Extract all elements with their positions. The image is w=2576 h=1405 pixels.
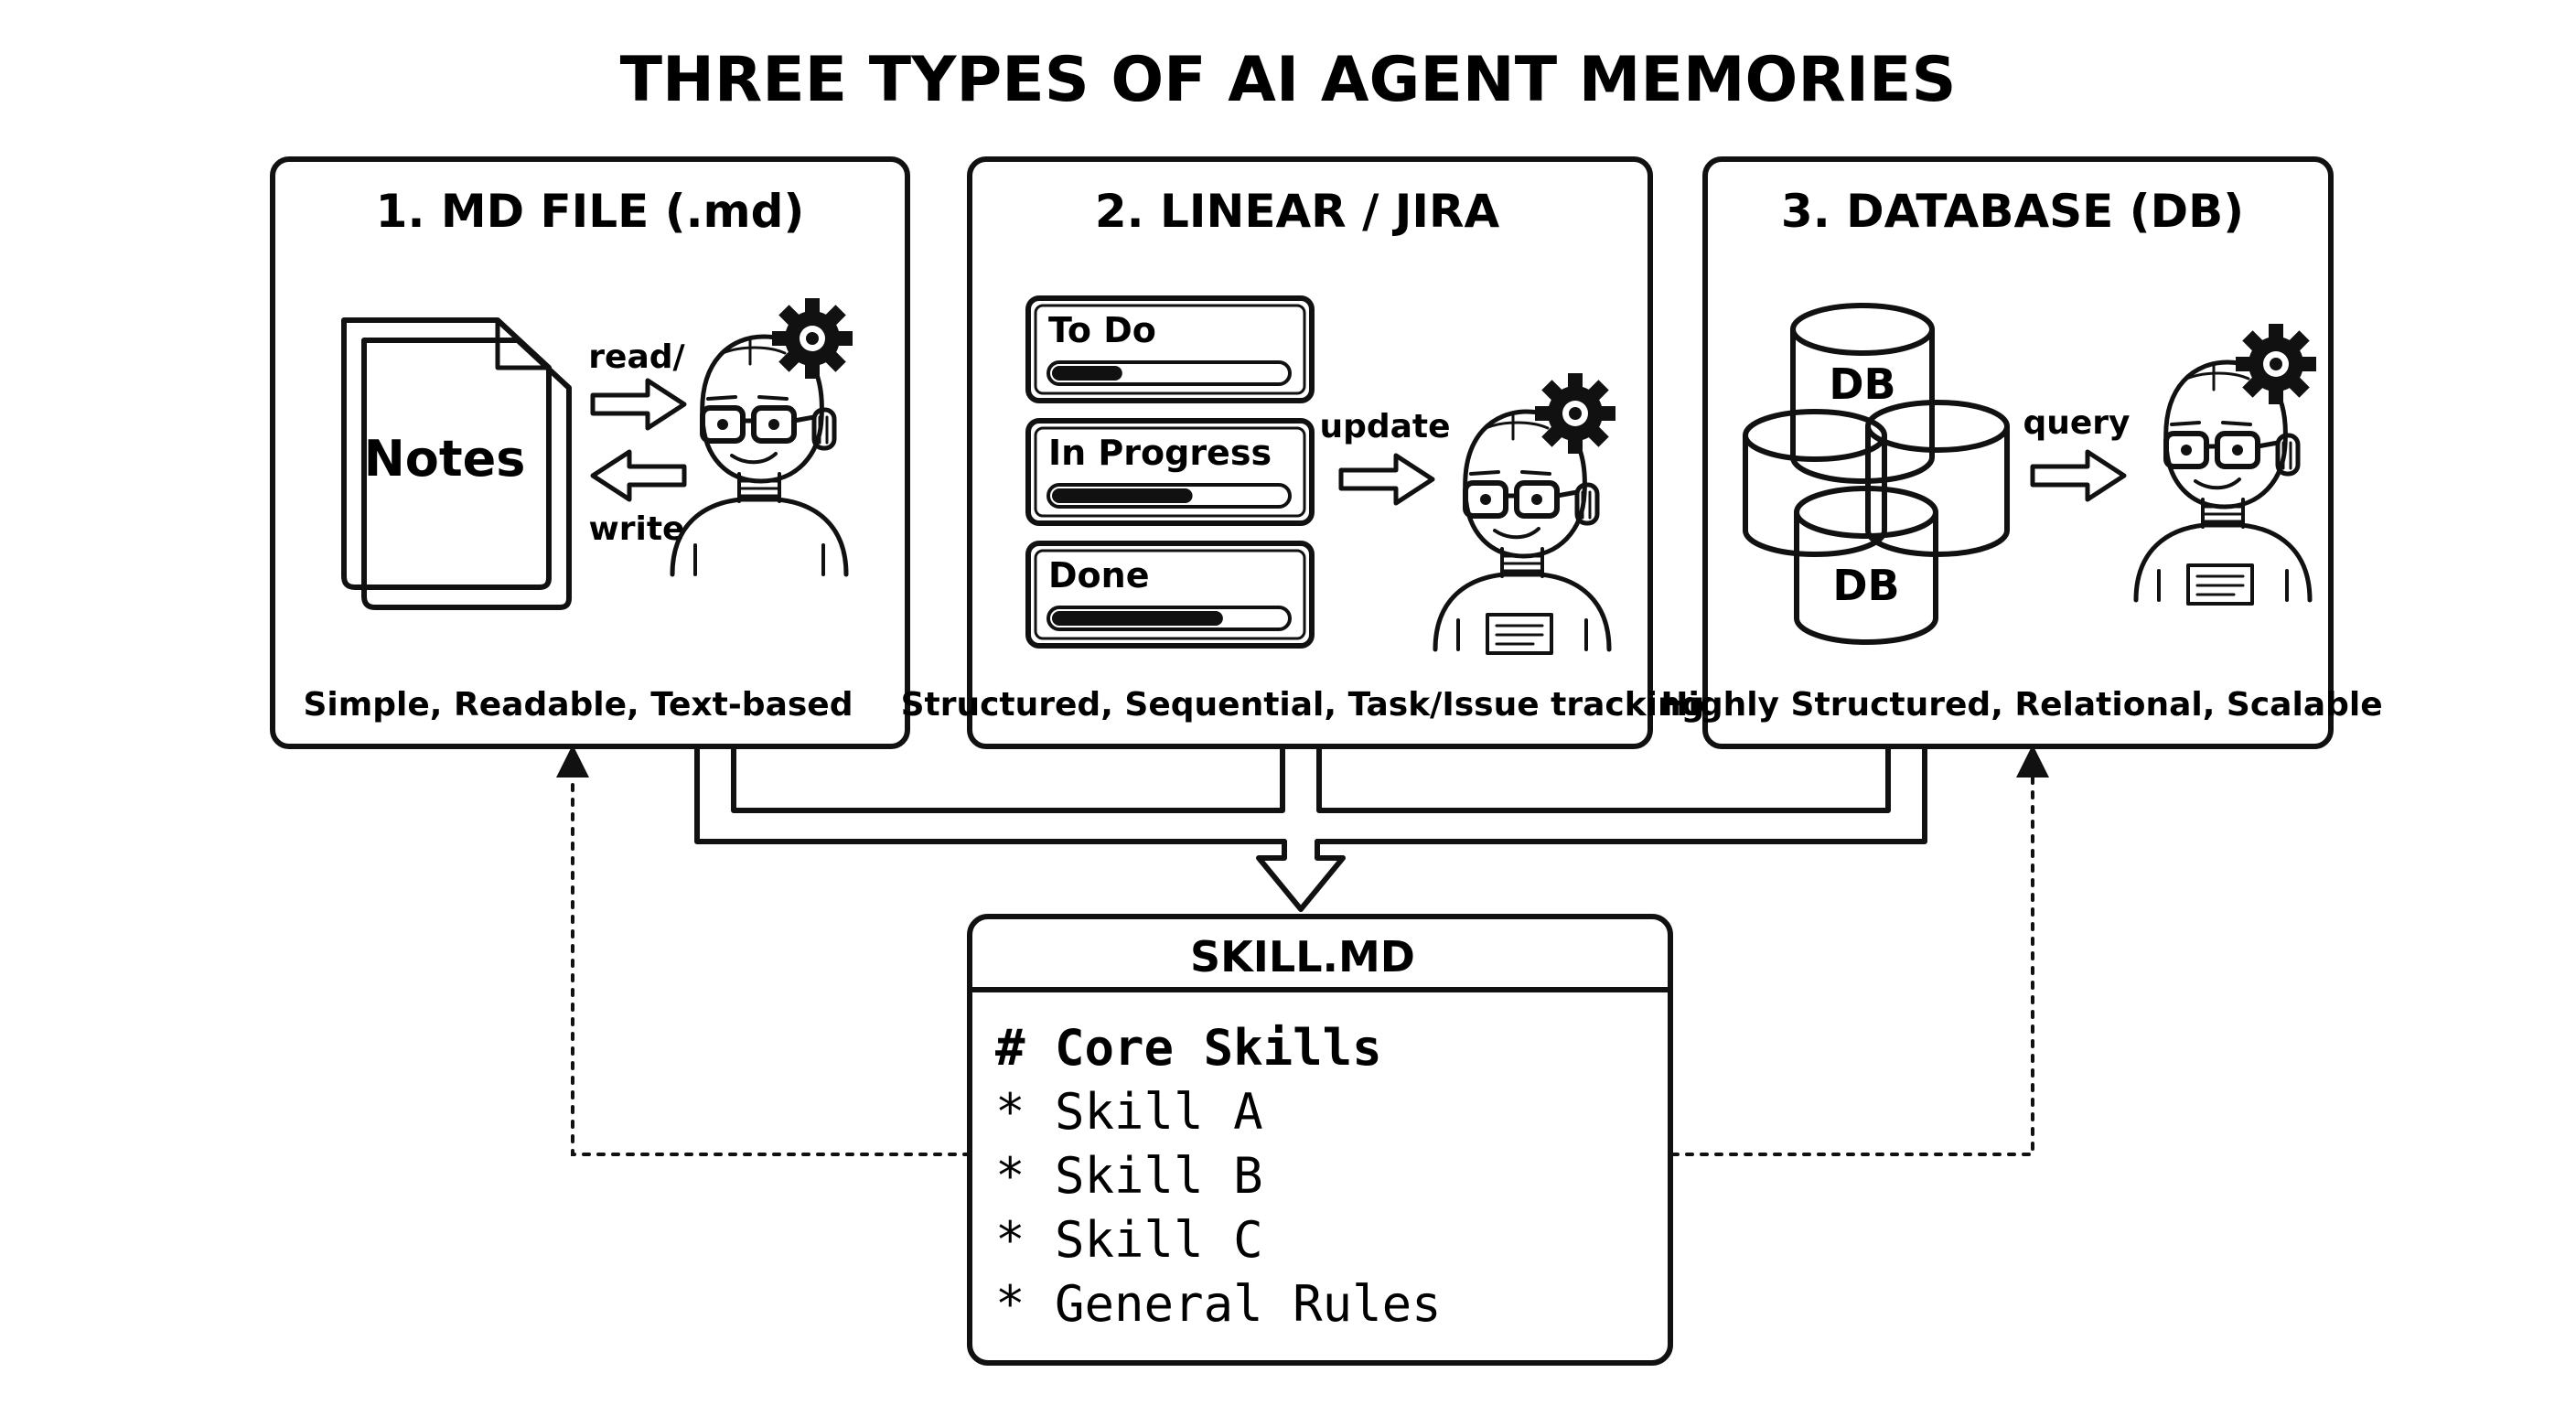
skill-md-line: * Skill A xyxy=(995,1083,1263,1141)
query-arrow xyxy=(2033,452,2124,499)
db-label-top: DB xyxy=(1829,359,1895,409)
write-label: write xyxy=(589,510,685,548)
skill-md-heading-line: # Core Skills xyxy=(995,1019,1382,1077)
dotted-feedback-arrow-right xyxy=(1670,745,2049,1156)
read-arrow xyxy=(593,381,684,428)
skill-md-line: * Skill C xyxy=(995,1211,1263,1269)
task-card[interactable]: To Do xyxy=(1025,295,1315,403)
dotted-feedback-arrow-left xyxy=(556,745,971,1156)
update-label: update xyxy=(1319,408,1450,445)
skill-md-title: SKILL.MD xyxy=(1190,932,1415,981)
card-linear-jira-caption: Structured, Sequential, Task/Issue track… xyxy=(901,686,1705,724)
update-arrow xyxy=(1341,456,1433,503)
task-card[interactable]: Done xyxy=(1025,541,1315,649)
card-md-file: 1. MD FILE (.md) Notes read/ write Simpl… xyxy=(270,156,910,749)
read-label: read/ xyxy=(588,338,685,376)
database-cylinders-icon: DB DB xyxy=(1743,303,2010,645)
diagram-title: THREE TYPES OF AI AGENT MEMORIES xyxy=(620,44,1957,116)
write-arrow xyxy=(593,452,684,499)
notes-document-icon: Notes xyxy=(341,317,572,610)
task-progress-fill xyxy=(1052,366,1122,381)
card-database-heading: 3. DATABASE (DB) xyxy=(1781,185,2244,238)
task-card-label: In Progress xyxy=(1048,433,1272,473)
card-database: 3. DATABASE (DB) DB DB xyxy=(1660,156,2383,749)
task-card-label: To Do xyxy=(1048,310,1156,350)
query-label: query xyxy=(2023,404,2130,442)
card-database-caption: Highly Structured, Relational, Scalable xyxy=(1660,686,2382,724)
skill-md-line: * Skill B xyxy=(995,1147,1263,1205)
task-progress-fill xyxy=(1052,611,1223,626)
card-linear-jira-heading: 2. LINEAR / JIRA xyxy=(1095,185,1500,238)
notes-label: Notes xyxy=(364,430,526,488)
merge-pipe-connector xyxy=(694,744,1927,912)
task-card[interactable]: In Progress xyxy=(1025,418,1315,526)
agent-robot-icon xyxy=(1435,373,1615,653)
card-md-file-heading: 1. MD FILE (.md) xyxy=(376,185,805,238)
db-label-bottom: DB xyxy=(1832,561,1899,610)
card-md-file-caption: Simple, Readable, Text-based xyxy=(304,686,853,724)
agent-robot-icon xyxy=(2136,324,2316,604)
task-progress-fill xyxy=(1052,488,1193,503)
agent-robot-icon xyxy=(672,298,853,574)
skill-md-file: SKILL.MD # Core Skills * Skill A * Skill… xyxy=(967,914,1673,1366)
task-card-label: Done xyxy=(1048,555,1149,595)
skill-md-line: * General Rules xyxy=(995,1275,1442,1333)
